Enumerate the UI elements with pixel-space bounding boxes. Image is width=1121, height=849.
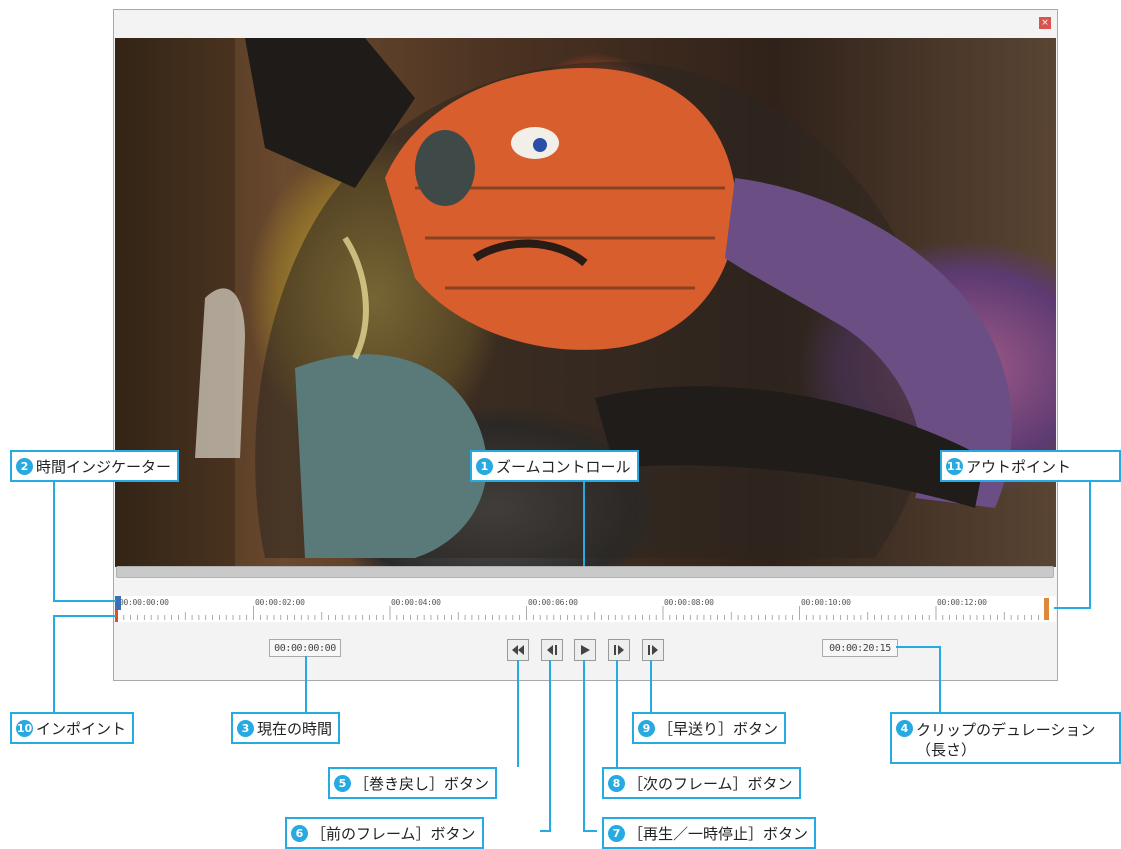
ruler-tick-label: 00:00:04:00 — [391, 598, 441, 607]
out-point-marker[interactable] — [1044, 598, 1049, 620]
callout-label: アウトポイント — [966, 457, 1072, 476]
video-frame-image — [115, 38, 1012, 567]
previous-frame-button[interactable] — [541, 639, 563, 661]
play-icon — [581, 645, 590, 655]
next-frame-button[interactable] — [608, 639, 630, 661]
callout-number: 5 — [334, 774, 351, 792]
callout-number: 9 — [638, 719, 655, 737]
rewind-icon — [512, 645, 524, 655]
in-point-marker[interactable] — [115, 610, 118, 622]
ruler-tick-label: 00:00:08:00 — [664, 598, 714, 607]
callout-label: ［再生／一時停止］ボタン — [628, 824, 809, 843]
callout-number: 2 — [16, 457, 33, 475]
callout-number: 11 — [946, 457, 963, 475]
callout-rewind: 5 ［巻き戻し］ボタン — [328, 767, 498, 799]
callout-number: 7 — [608, 824, 625, 842]
play-pause-button[interactable] — [574, 639, 596, 661]
next-frame-icon — [614, 645, 624, 655]
callout-label: インポイント — [36, 719, 127, 738]
callout-out-point: 11 アウトポイント — [940, 450, 1121, 482]
callout-current-time: 3 現在の時間 — [231, 712, 341, 744]
callout-zoom-control: 1 ズームコントロール — [470, 450, 639, 482]
time-indicator[interactable] — [115, 596, 121, 610]
close-button[interactable]: × — [1039, 17, 1051, 29]
ruler-tick-label: 00:00:12:00 — [937, 598, 987, 607]
clip-duration-display: 00:00:20:15 — [822, 639, 898, 657]
zoom-control[interactable] — [116, 566, 1054, 578]
callout-number: 3 — [237, 719, 254, 737]
current-time-display: 00:00:00:00 — [269, 639, 341, 657]
callout-next-frame: 8 ［次のフレーム］ボタン — [602, 767, 801, 799]
fast-forward-icon — [648, 645, 658, 655]
callout-number: 8 — [608, 774, 625, 792]
callout-clip-duration: 4 クリップのデュレーション（長さ） — [890, 712, 1121, 764]
ruler-tick-label: 00:00:00:00 — [119, 598, 169, 607]
ruler-tick-label: 00:00:10:00 — [801, 598, 851, 607]
callout-label: クリップのデュレーション（長さ） — [916, 721, 1096, 759]
callout-label: 時間インジケーター — [36, 457, 172, 476]
callout-fast-forward: 9 ［早送り］ボタン — [632, 712, 787, 744]
ruler-tick-label: 00:00:02:00 — [255, 598, 305, 607]
title-bar: × — [114, 10, 1057, 38]
callout-number: 10 — [16, 719, 33, 737]
timeline-ruler[interactable]: 00:00:00:00 00:00:02:00 00:00:04:00 00:0… — [115, 596, 1056, 622]
callout-label: ［巻き戻し］ボタン — [354, 774, 490, 793]
callout-time-indicator: 2 時間インジケーター — [10, 450, 180, 482]
callout-in-point: 10 インポイント — [10, 712, 135, 744]
rewind-button[interactable] — [507, 639, 529, 661]
callout-label: ［前のフレーム］ボタン — [311, 824, 476, 843]
callout-label: ズームコントロール — [496, 457, 631, 476]
previous-frame-icon — [547, 645, 557, 655]
callout-number: 1 — [476, 457, 493, 475]
callout-previous-frame: 6 ［前のフレーム］ボタン — [285, 817, 484, 849]
video-preview — [115, 38, 1056, 567]
callout-label: 現在の時間 — [257, 719, 333, 738]
callout-label: ［早送り］ボタン — [658, 719, 779, 738]
callout-number: 6 — [291, 824, 308, 842]
ruler-tick-label: 00:00:06:00 — [528, 598, 578, 607]
callout-play-pause: 7 ［再生／一時停止］ボタン — [602, 817, 817, 849]
video-player-window: × 00:00:00:00 00:00:02:00 00:00:04:0 — [113, 9, 1058, 681]
callout-number: 4 — [896, 720, 913, 737]
fast-forward-button[interactable] — [642, 639, 664, 661]
callout-label: ［次のフレーム］ボタン — [628, 774, 793, 793]
